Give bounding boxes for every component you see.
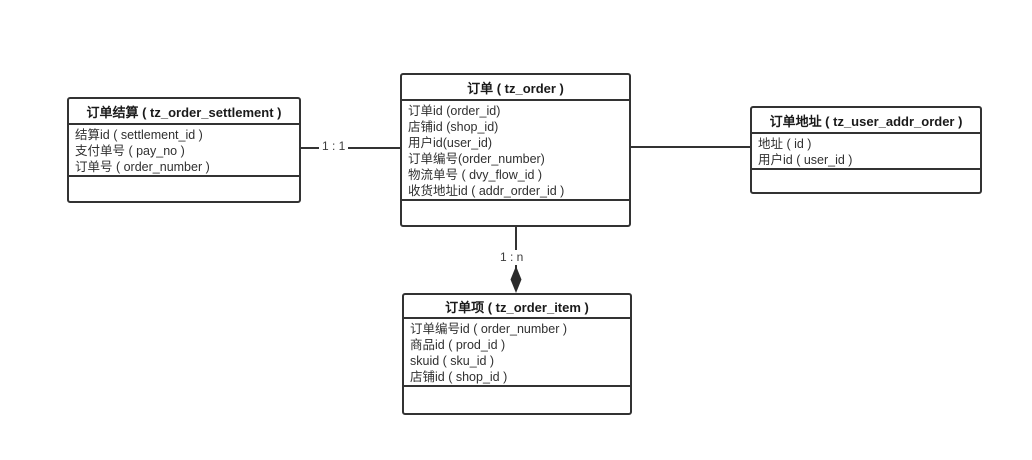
entity-fields-order-settlement: 结算id ( settlement_id ) 支付单号 ( pay_no ) 订… xyxy=(69,125,299,177)
entity-title-order-item: 订单项 ( tz_order_item ) xyxy=(404,295,630,319)
connector-label-1-n: 1 : n xyxy=(497,250,527,265)
entity-empty-compartment xyxy=(402,201,629,225)
entity-field: 订单编号(order_number) xyxy=(408,152,545,166)
filled-diamond-arrow-icon xyxy=(510,266,522,293)
entity-fields-order: 订单id (order_id) 店铺id (shop_id) 用户id(user… xyxy=(402,101,629,201)
entity-title-order: 订单 ( tz_order ) xyxy=(402,75,629,101)
entity-field: 店铺id (shop_id) xyxy=(408,120,499,134)
entity-field: 用户id ( user_id ) xyxy=(758,153,853,167)
entity-field: 物流单号 ( dvy_flow_id ) xyxy=(408,168,543,182)
connector-label-1-1: 1 : 1 xyxy=(319,139,349,154)
entity-order-item[interactable]: 订单项 ( tz_order_item ) 订单编号id ( order_num… xyxy=(402,293,632,415)
entity-field: 店铺id ( shop_id ) xyxy=(410,370,508,384)
entity-field: 订单id (order_id) xyxy=(408,104,501,118)
entity-fields-order-item: 订单编号id ( order_number ) 商品id ( prod_id )… xyxy=(404,319,630,387)
entity-field: skuid ( sku_id ) xyxy=(410,354,495,368)
entity-field: 收货地址id ( addr_order_id ) xyxy=(408,184,565,198)
entity-title-order-settlement: 订单结算 ( tz_order_settlement ) xyxy=(69,99,299,125)
connector-settlement-order xyxy=(301,147,400,149)
connector-order-useraddr xyxy=(631,146,750,148)
entity-field: 用户id(user_id) xyxy=(408,136,493,150)
entity-empty-compartment xyxy=(404,387,630,413)
entity-field: 支付单号 ( pay_no ) xyxy=(75,144,185,158)
entity-field: 订单号 ( order_number ) xyxy=(75,160,210,174)
entity-field: 商品id ( prod_id ) xyxy=(410,338,506,352)
entity-field: 结算id ( settlement_id ) xyxy=(75,128,203,142)
entity-field: 订单编号id ( order_number ) xyxy=(410,322,567,336)
entity-empty-compartment xyxy=(69,177,299,201)
entity-empty-compartment xyxy=(752,170,980,192)
entity-order[interactable]: 订单 ( tz_order ) 订单id (order_id) 店铺id (sh… xyxy=(400,73,631,227)
entity-fields-user-addr-order: 地址 ( id ) 用户id ( user_id ) xyxy=(752,134,980,170)
connector-order-item xyxy=(515,227,517,272)
entity-order-settlement[interactable]: 订单结算 ( tz_order_settlement ) 结算id ( sett… xyxy=(67,97,301,203)
entity-title-user-addr-order: 订单地址 ( tz_user_addr_order ) xyxy=(752,108,980,134)
entity-field: 地址 ( id ) xyxy=(758,137,812,151)
entity-user-addr-order[interactable]: 订单地址 ( tz_user_addr_order ) 地址 ( id ) 用户… xyxy=(750,106,982,194)
